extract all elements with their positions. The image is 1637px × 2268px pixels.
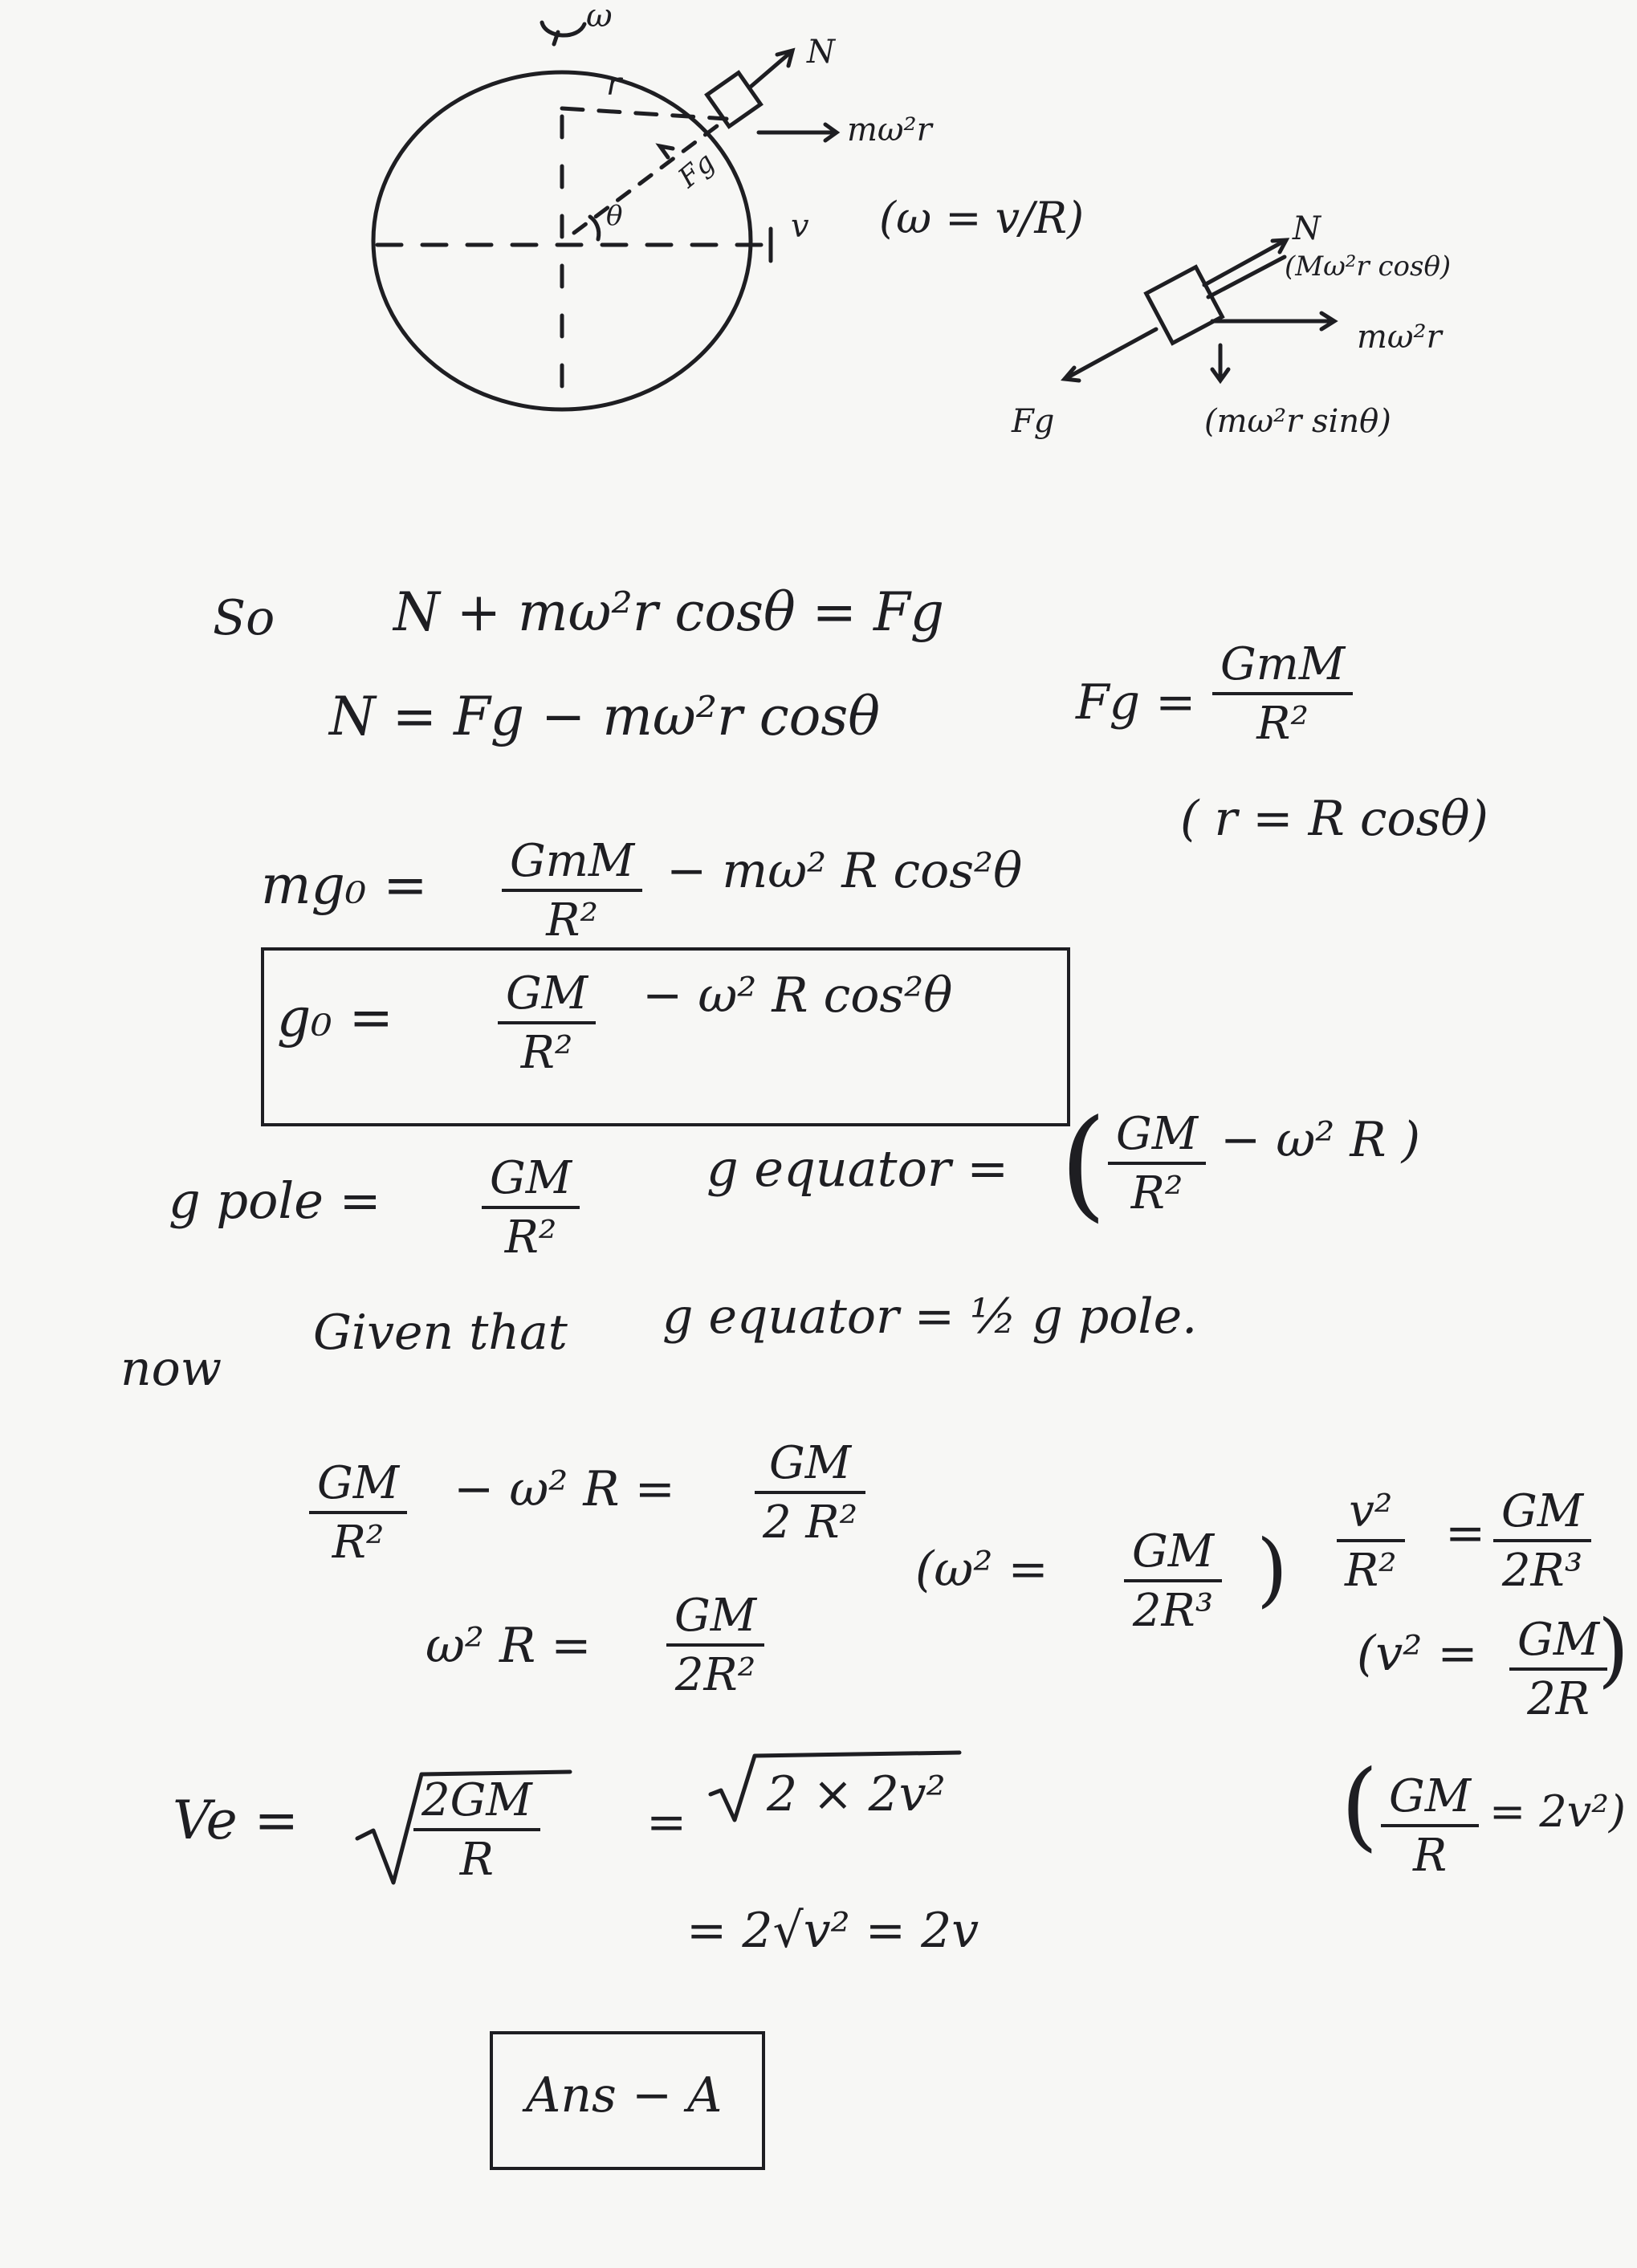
gmr-rest: = 2v²) (1489, 1786, 1626, 1837)
rotation-arrow (540, 20, 587, 38)
mg0-lhs: mg₀ = (261, 854, 428, 916)
ve-sqrt-sign (355, 1769, 572, 1885)
equation-1: N + mω²r cosθ = Fg (393, 581, 945, 643)
step1-mid: − ω² R = (454, 1461, 675, 1517)
gmr-open-paren: ( (1341, 1750, 1378, 1862)
theta-label: θ (606, 200, 623, 232)
centrifugal-label: mω²r (847, 112, 932, 149)
radius-label: r (606, 66, 622, 103)
ve-result: = 2√v² = 2v (686, 1903, 979, 1959)
radius-line (560, 106, 729, 121)
velocity-label: v (791, 208, 809, 245)
g0-lhs: g₀ = (277, 987, 393, 1048)
omega2-lhs: (ω² = (915, 1541, 1049, 1598)
r-relation: ( r = R cosθ) (1180, 791, 1488, 847)
surface-block (704, 70, 764, 129)
ve-lhs: Ve = (173, 1790, 299, 1851)
fbd-fg-label: Fg (1012, 403, 1055, 440)
center-to-block-line (572, 116, 729, 235)
omega-top-label: ω (586, 0, 613, 35)
answer-text: Ans − A (526, 2067, 723, 2123)
gequator-open-paren: ( (1060, 1094, 1107, 1234)
fbd-fg-arrow (1065, 327, 1159, 380)
so-label: So (213, 590, 275, 646)
v2-equals: = (1445, 1505, 1486, 1562)
earth-diagram (371, 20, 1338, 412)
fbd-normal-comp-label: (Mω²r cosθ) (1285, 250, 1452, 283)
gequator-rest: − ω² R ) (1220, 1112, 1421, 1168)
gpole-lhs: g pole = (169, 1171, 381, 1230)
normal-arrow (748, 50, 793, 89)
mg0-rest: − mω² R cos²θ (666, 843, 1023, 899)
now-label: now (120, 1341, 222, 1397)
v2b-close: ) (1598, 1602, 1630, 1696)
fg-formula-lhs: Fg = (1076, 674, 1196, 731)
g0-result-box (261, 947, 1070, 1126)
g0-rest: − ω² R cos²θ (642, 967, 953, 1024)
gequator-lhs: g equator = (707, 1139, 1009, 1198)
omega-relation: (ω = v/R) (879, 193, 1085, 243)
given-text: Given that (313, 1305, 568, 1361)
step2-lhs: ω² R = (426, 1618, 592, 1674)
fbd-sin-comp-label: (mω²r sinθ) (1204, 403, 1391, 440)
answer-box (490, 2031, 765, 2170)
fbd-normal-comp-arrow (1206, 254, 1287, 299)
v2b-lhs: (v² = (1357, 1626, 1478, 1682)
equation-2: N = Fg − mω²r cosθ (329, 686, 881, 747)
theta-arc (588, 214, 601, 242)
omega2-close: ) (1256, 1522, 1289, 1616)
axis-line (552, 30, 560, 47)
fbd-normal-label: N (1293, 210, 1321, 247)
ve-sqrt2-content: 2 × 2v² (767, 1766, 946, 1822)
ve-sqrt2-sign (708, 1750, 962, 1822)
given-equation: g equator = ½ g pole. (662, 1289, 1198, 1345)
fg-arrow (655, 143, 675, 160)
fbd-block (1143, 264, 1225, 346)
fbd-centrifugal-label: mω²r (1357, 319, 1442, 356)
ve-mid: = (646, 1794, 687, 1851)
fbd-normal-arrow (1202, 238, 1287, 287)
earth-circle (371, 70, 753, 412)
normal-label: N (807, 34, 835, 71)
